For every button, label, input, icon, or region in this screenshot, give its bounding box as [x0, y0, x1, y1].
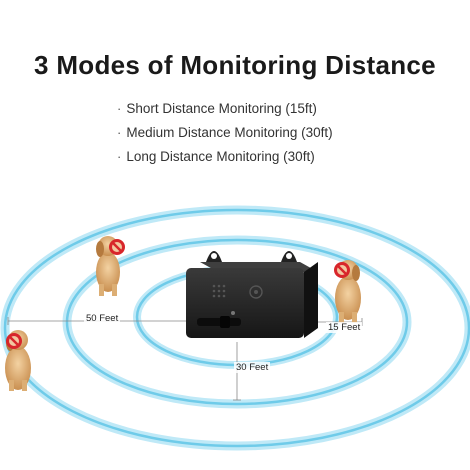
page-title: 3 Modes of Monitoring Distance — [34, 50, 436, 80]
distance-label-medium: 30 Feet — [234, 362, 271, 373]
mode-list: · Short Distance Monitoring (15ft) · Mediu… — [117, 97, 447, 169]
no-bark-icon — [6, 333, 22, 349]
distance-label-short: 15 Feet — [326, 322, 363, 333]
bullet: · — [117, 125, 122, 140]
no-bark-icon — [109, 239, 125, 255]
range-rings — [0, 205, 470, 451]
no-bark-icon — [334, 262, 350, 278]
mode-label: Long Distance Monitoring (30ft) — [126, 149, 315, 164]
distance-label-long: 50 Feet — [84, 313, 121, 324]
mode-label: Short Distance Monitoring (15ft) — [126, 101, 317, 116]
mode-label: Medium Distance Monitoring (30ft) — [126, 125, 333, 140]
mode-item-long: · Long Distance Monitoring (30ft) — [117, 145, 447, 169]
device-icon — [186, 251, 318, 338]
mode-item-medium: · Medium Distance Monitoring (30ft) — [117, 121, 447, 145]
bullet: · — [117, 149, 122, 164]
mode-item-short: · Short Distance Monitoring (15ft) — [117, 97, 447, 121]
bullet: · — [117, 101, 122, 116]
